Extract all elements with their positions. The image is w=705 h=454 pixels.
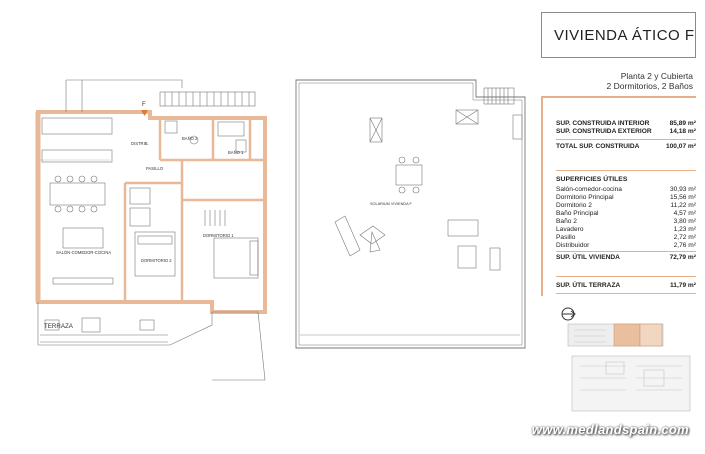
divider: [556, 170, 696, 171]
label-terraza: TERRAZA: [44, 323, 74, 330]
useful-total-label: SUP. ÚTIL VIVIENDA: [556, 254, 620, 261]
useful-title: SUPERFICIES ÚTILES: [556, 176, 628, 183]
useful-label: Baño Principal: [556, 210, 599, 217]
useful-row: Baño Principal 4,57 m²: [556, 210, 696, 217]
entrance-marker: [141, 110, 148, 116]
useful-value: 11,22 m²: [670, 202, 696, 209]
label-dormitorio1: DORMITORIO 1: [203, 233, 234, 238]
useful-value: 15,56 m²: [669, 194, 696, 201]
label-bano2: BAÑO 2: [182, 136, 198, 141]
label-distrib: DISTRIB.: [131, 141, 149, 146]
useful-value: 3,80 m²: [673, 218, 696, 225]
terrace-total-value: 11,79 m²: [669, 282, 696, 289]
compass-icon: [561, 307, 576, 321]
useful-value: 1,23 m²: [673, 226, 696, 233]
terrace-total-row: SUP. ÚTIL TERRAZA 11,79 m²: [556, 282, 696, 289]
divider: [556, 276, 696, 277]
useful-value: 2,72 m²: [673, 234, 696, 241]
label-pasillo: PASILLO: [146, 166, 164, 171]
page-title: VIVIENDA ÁTICO F: [554, 26, 695, 44]
useful-value: 4,57 m²: [673, 210, 696, 217]
useful-row: Dormitorio Principal 15,56 m²: [556, 194, 696, 201]
divider: [556, 251, 696, 252]
useful-row: Dormitorio 2 11,22 m²: [556, 202, 696, 209]
useful-total-value: 72,79 m²: [669, 254, 696, 261]
useful-row: Salón-comedor-cocina 30,93 m²: [556, 186, 696, 193]
useful-label: Distribuidor: [556, 242, 590, 249]
built-interior-label: SUP. CONSTRUIDA INTERIOR: [556, 120, 650, 127]
useful-total-row: SUP. ÚTIL VIVIENDA 72,79 m²: [556, 254, 696, 261]
built-interior-row: SUP. CONSTRUIDA INTERIOR 85,89 m²: [556, 120, 696, 127]
floor-plan-labels: F DISTRIB. BAÑO 2 BAÑO 1 PASILLO SALÓN-C…: [44, 102, 244, 330]
useful-label: Dormitorio Principal: [556, 194, 614, 201]
useful-label: Baño 2: [556, 218, 577, 225]
useful-label: Lavadero: [556, 226, 584, 233]
subtitle-level: Planta 2 y Cubierta: [620, 71, 693, 81]
divider: [556, 293, 696, 294]
total-built-value: 100,07 m²: [665, 143, 696, 150]
useful-row: Pasillo 2,72 m²: [556, 234, 696, 241]
built-exterior-label: SUP. CONSTRUIDA EXTERIOR: [556, 128, 652, 135]
surface-panel: [541, 96, 696, 296]
built-exterior-value: 14,18 m²: [669, 128, 696, 135]
total-built-row: TOTAL SUP. CONSTRUIDA 100,07 m²: [556, 143, 696, 150]
website-watermark: www.medlandspain.com: [531, 422, 689, 437]
useful-label: Pasillo: [556, 234, 576, 241]
terrace-total-label: SUP. ÚTIL TERRAZA: [556, 282, 621, 289]
total-built-label: TOTAL SUP. CONSTRUIDA: [556, 143, 640, 150]
useful-row: Distribuidor 2,76 m²: [556, 242, 696, 249]
title-box: VIVIENDA ÁTICO F: [541, 12, 696, 58]
useful-label: Dormitorio 2: [556, 202, 592, 209]
built-exterior-row: SUP. CONSTRUIDA EXTERIOR 14,18 m²: [556, 128, 696, 135]
built-interior-value: 85,89 m²: [669, 120, 696, 127]
useful-row: Lavadero 1,23 m²: [556, 226, 696, 233]
label-solarium: SOLARIUM VIVIENDA F: [370, 202, 412, 206]
useful-row: Baño 2 3,80 m²: [556, 218, 696, 225]
label-salon: SALÓN-COMEDOR-COCINA: [56, 250, 111, 255]
divider: [556, 139, 696, 140]
label-dormitorio2: DORMITORIO 2: [141, 258, 172, 263]
key-plan: [567, 323, 691, 412]
floor-plan-level-2: [35, 79, 267, 381]
subtitle: Planta 2 y Cubierta 2 Dormitorios, 2 Bañ…: [607, 71, 693, 91]
subtitle-rooms: 2 Dormitorios, 2 Baños: [606, 81, 693, 91]
useful-value: 30,93 m²: [669, 186, 696, 193]
label-entrance: F: [142, 102, 146, 108]
floor-plan-roof: [295, 79, 526, 349]
useful-value: 2,76 m²: [673, 242, 696, 249]
useful-label: Salón-comedor-cocina: [556, 186, 622, 193]
label-bano1: BAÑO 1: [228, 150, 244, 155]
